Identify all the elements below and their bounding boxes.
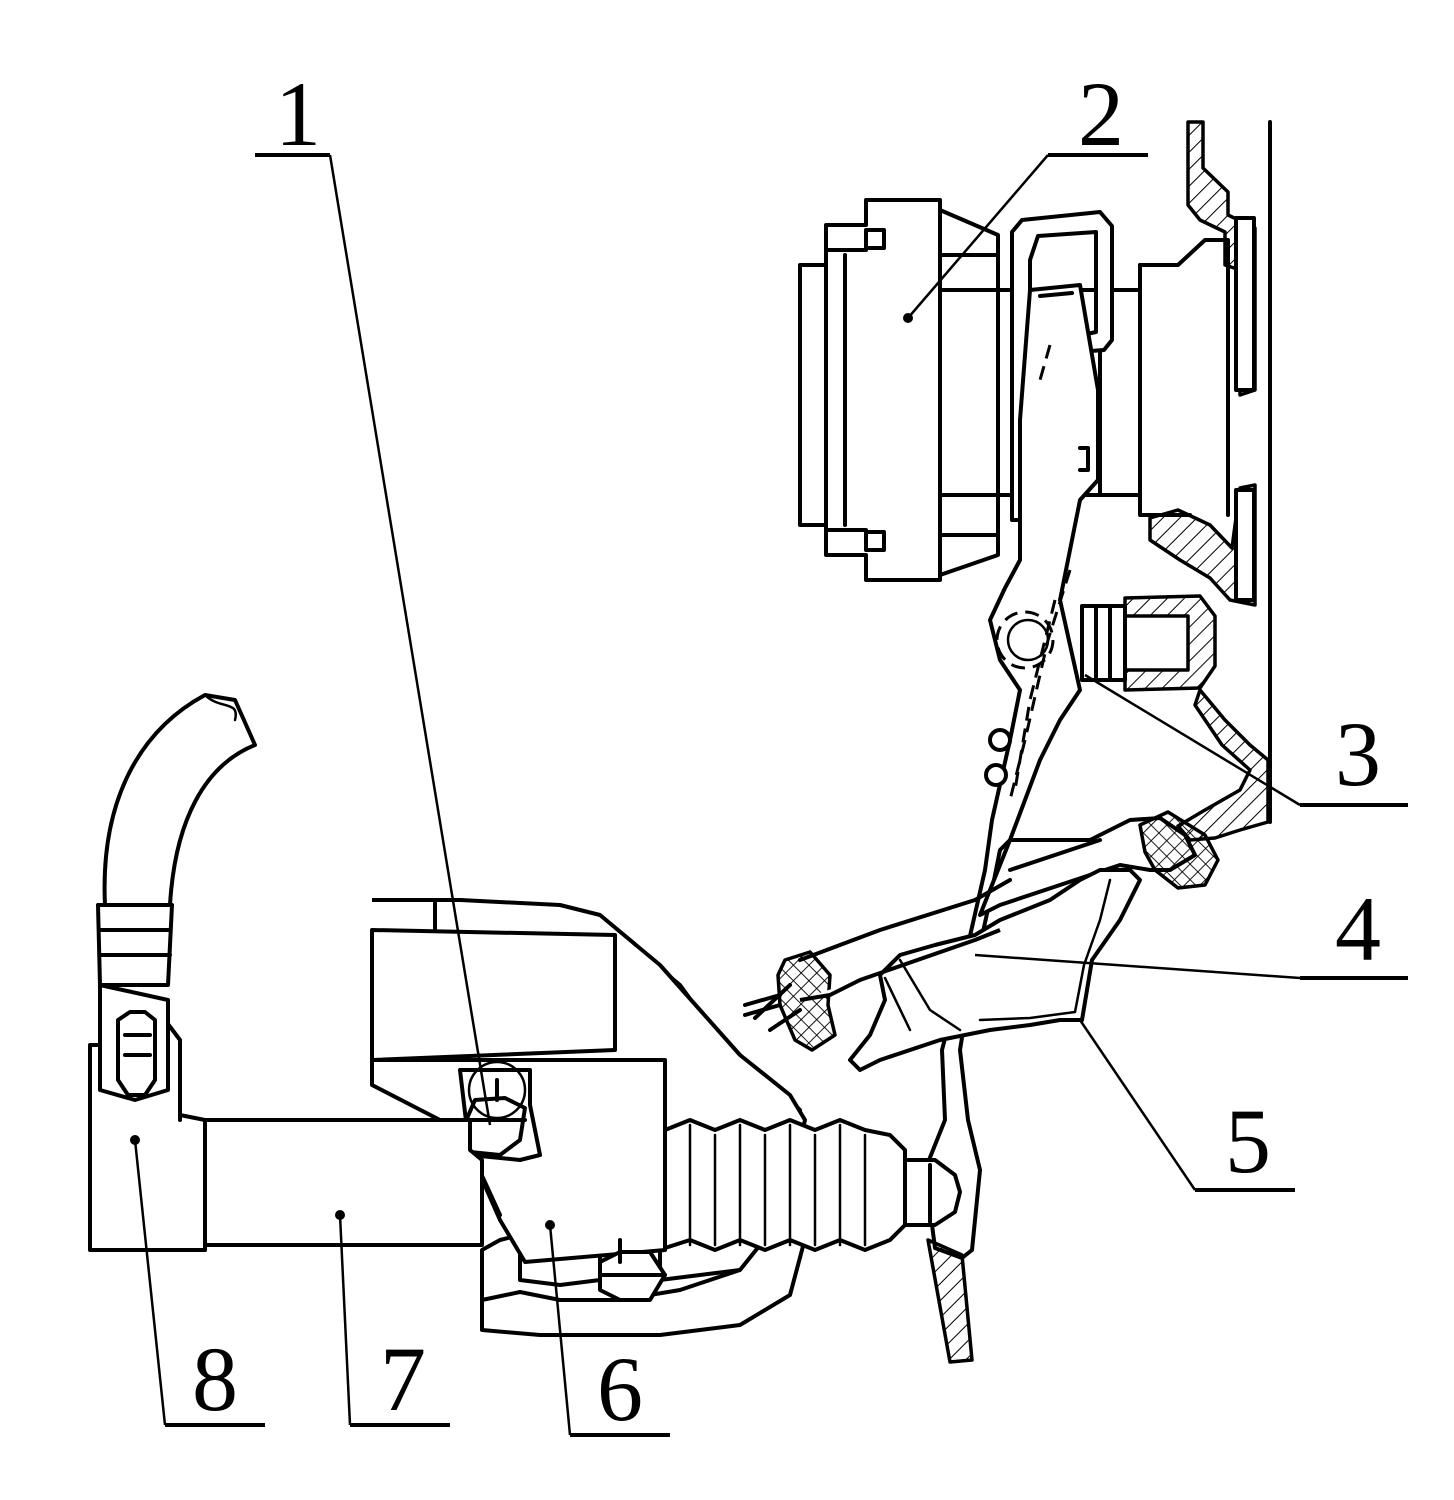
fluid-feed-pipe <box>88 983 484 1252</box>
callout-5: 5 <box>1078 1019 1295 1192</box>
callout-5-label: 5 <box>1225 1090 1271 1192</box>
pedal-support-bracket <box>743 810 1220 1072</box>
callout-7-label: 7 <box>380 1328 426 1430</box>
callout-6-label: 6 <box>597 1338 643 1440</box>
callout-6: 6 <box>548 1224 670 1440</box>
callout-4-label: 4 <box>1335 878 1381 980</box>
reservoir-hose <box>96 693 257 987</box>
callout-2-label: 2 <box>1078 63 1124 165</box>
callout-1: 1 <box>255 63 492 1126</box>
clutch-pedal-lever <box>923 210 1127 1364</box>
callout-8: 8 <box>133 1139 265 1430</box>
callout-3: 3 <box>1084 673 1408 807</box>
pushrod-dust-boot <box>663 1118 962 1252</box>
callout-7: 7 <box>338 1214 450 1430</box>
callout-1-label: 1 <box>275 63 321 165</box>
callout-2: 2 <box>907 63 1148 319</box>
callout-8-label: 8 <box>192 1328 238 1430</box>
callout-4: 4 <box>974 878 1408 980</box>
clutch-master-cylinder <box>370 898 817 1337</box>
firewall-bulkhead <box>1123 120 1272 842</box>
callout-3-label: 3 <box>1335 703 1381 805</box>
